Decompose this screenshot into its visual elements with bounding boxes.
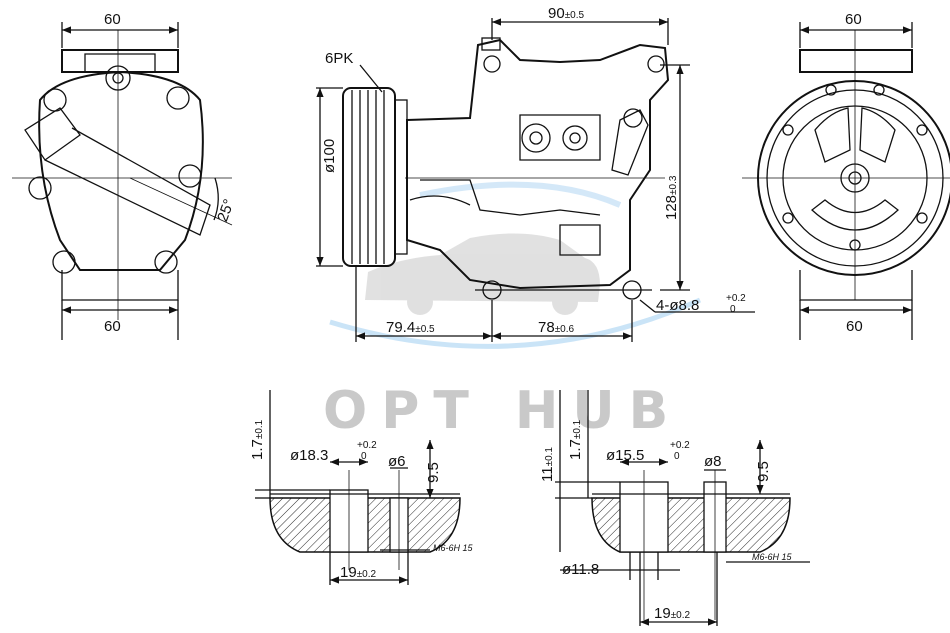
pulley-diameter: ø100 [321, 139, 338, 173]
mount-holes-tol-lower: 0 [730, 304, 736, 315]
belt-label: 6PK [325, 50, 353, 67]
port-left-thread: M6-6H 15 [433, 543, 474, 553]
port-right-thread: M6-6H 15 [752, 552, 793, 562]
mount-holes: 4-ø8.8 [656, 297, 699, 314]
left-top-width: 60 [104, 11, 121, 28]
port-right-inner-bore: ø11.8 [562, 561, 599, 578]
port-left-depth: 1.7±0.1 [249, 419, 266, 460]
left-bottom-width: 60 [104, 318, 121, 335]
port-right-bore-tol-lower: 0 [674, 451, 680, 462]
port-right-depth-outer: 11±0.1 [539, 447, 556, 482]
port-right-bore-tol-upper: +0.2 [670, 440, 690, 451]
watermark: OPT HUB [323, 181, 702, 441]
port-right-section: 11±0.1 1.7±0.1 ø15.5 +0.2 0 ø8 9.5 M6-6H… [539, 390, 810, 626]
right-view: 60 60 [742, 11, 950, 340]
port-right-height: 9.5 [755, 461, 772, 482]
port-right-bore: ø15.5 [606, 447, 644, 464]
port-right-hole: ø8 [704, 453, 722, 470]
side-left-length: 79.4±0.5 [386, 319, 435, 336]
watermark-text: OPT HUB [323, 381, 682, 441]
side-view: 90±0.5 6PK ø100 [316, 5, 755, 342]
port-left-bore: ø18.3 [290, 447, 328, 464]
mount-holes-tol-upper: +0.2 [726, 293, 746, 304]
port-left-spacing: 19±0.2 [340, 564, 377, 581]
side-length-top: 90±0.5 [548, 5, 585, 22]
side-right-length: 78±0.6 [538, 319, 575, 336]
port-left-hole: ø6 [388, 453, 406, 470]
left-angle: 25° [214, 197, 238, 224]
port-left-bore-tol-upper: +0.2 [357, 440, 377, 451]
port-left-section: 1.7±0.1 ø18.3 +0.2 0 ø6 9.5 M6-6H 15 19±… [249, 390, 474, 585]
port-left-bore-tol-lower: 0 [361, 451, 367, 462]
port-left-height: 9.5 [425, 462, 442, 483]
port-right-depth: 1.7±0.1 [567, 419, 584, 460]
watermark-car-icon [365, 233, 600, 315]
side-height: 128±0.3 [663, 175, 680, 220]
right-bottom-width: 60 [846, 318, 863, 335]
right-top-width: 60 [845, 11, 862, 28]
port-right-spacing: 19±0.2 [654, 605, 691, 622]
left-view: 60 25° 60 [12, 11, 238, 340]
